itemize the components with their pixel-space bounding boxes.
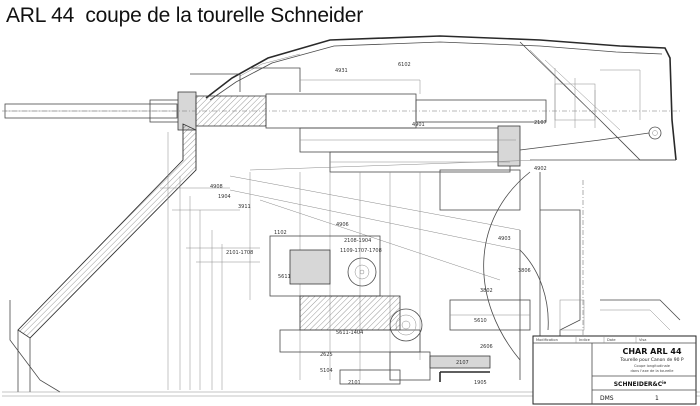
callout: 4903 bbox=[498, 236, 511, 242]
drawing-title: ARL 44 coupe de la tourelle Schneider bbox=[6, 4, 364, 27]
callout: 1102 bbox=[274, 230, 287, 236]
callout: 1905 bbox=[474, 380, 487, 386]
callout: 3802 bbox=[480, 288, 493, 294]
callout: 2107 bbox=[456, 360, 469, 366]
breech-assembly bbox=[299, 68, 676, 211]
callout: 6102 bbox=[398, 62, 411, 68]
tb-company: SCHNEIDER&Cie bbox=[614, 380, 667, 388]
callout: 4931 bbox=[335, 68, 348, 74]
tb-view: Coupe longitudinale bbox=[634, 364, 671, 368]
callout: 4901 bbox=[412, 122, 425, 128]
rev-label: Date bbox=[607, 338, 616, 342]
callout: 1904 bbox=[218, 194, 231, 200]
tb-dms-number: 1 bbox=[655, 395, 659, 402]
gun-barrel bbox=[2, 67, 680, 131]
callout: 4908 bbox=[210, 184, 223, 190]
callout: 2606 bbox=[480, 344, 493, 350]
callout: 2108-1904 bbox=[344, 238, 371, 244]
callout: 2625 bbox=[320, 352, 333, 358]
callout: 4902 bbox=[534, 166, 547, 172]
tb-view-detail: dans l'axe de la tourelle bbox=[630, 369, 674, 373]
tb-dms-label: DMS bbox=[600, 395, 614, 402]
rev-label: Modification bbox=[536, 338, 558, 342]
callout-labels: 4931 6102 4901 2107 4902 4908 1904 4903 … bbox=[210, 62, 547, 386]
lower-mechanism bbox=[269, 235, 531, 385]
callout: 5104 bbox=[320, 368, 333, 374]
linkage-lines bbox=[229, 159, 549, 380]
tb-model: CHAR ARL 44 bbox=[622, 347, 682, 356]
dimension-lines bbox=[160, 132, 260, 390]
title-block: Modification Indice Date Visa CHAR ARL 4… bbox=[532, 335, 697, 405]
callout: 4906 bbox=[336, 222, 349, 228]
callout: 5611-1404 bbox=[336, 330, 363, 336]
callout: 5611 bbox=[278, 274, 291, 280]
callout: 3806 bbox=[518, 268, 531, 274]
callout: 1109-1707-1708 bbox=[340, 248, 382, 254]
callout: 2101-1708 bbox=[226, 250, 253, 256]
callout: 5610 bbox=[474, 318, 487, 324]
callout: 2101 bbox=[348, 380, 361, 386]
callout: 3911 bbox=[238, 204, 251, 210]
rev-label: Visa bbox=[639, 338, 646, 342]
tb-subject: Tourelle pour Canon de 90 P bbox=[619, 357, 684, 363]
rev-label: Indice bbox=[579, 338, 591, 342]
turret-roof bbox=[205, 35, 677, 161]
callout: 2107 bbox=[534, 120, 547, 126]
